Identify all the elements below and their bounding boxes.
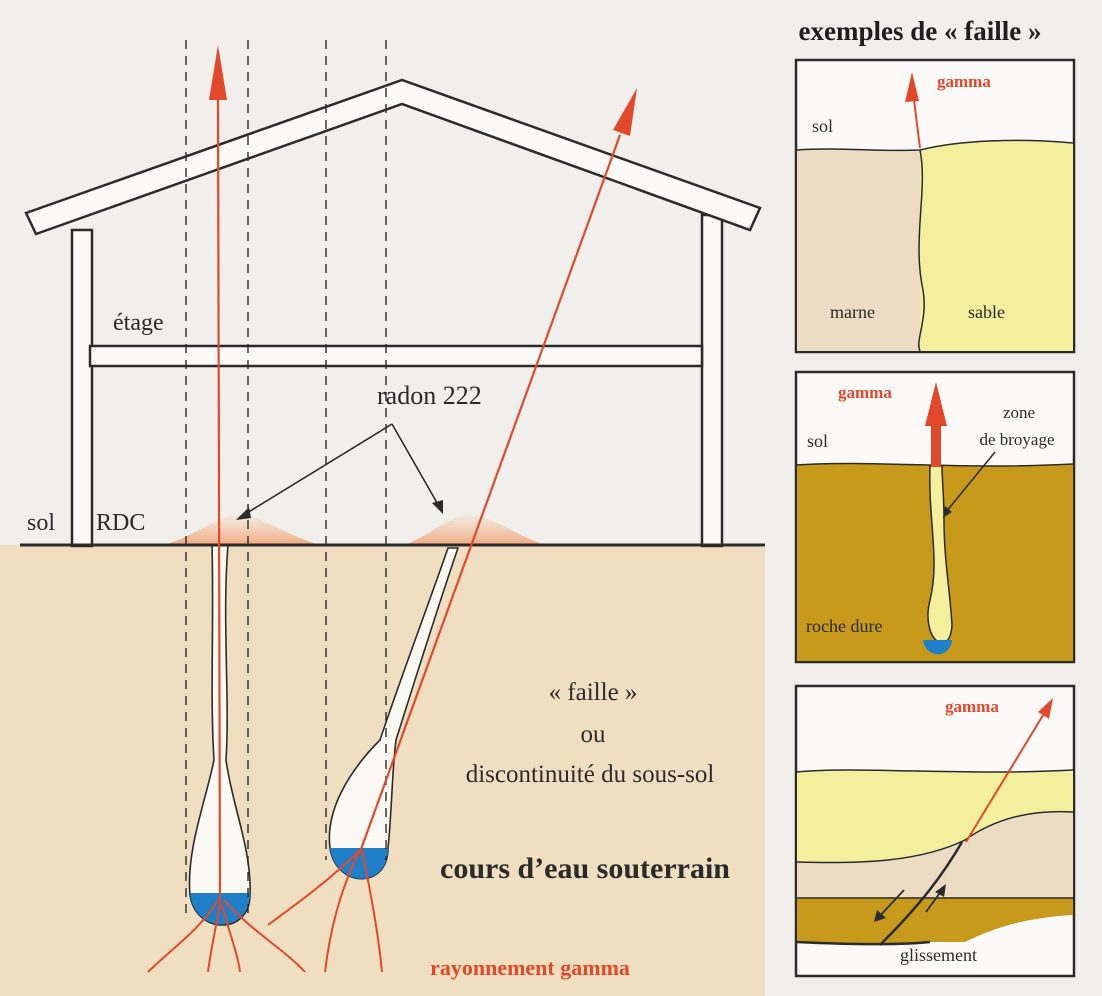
fault-right [328, 547, 460, 880]
sable-layer [920, 140, 1073, 351]
house-wall-right [700, 213, 724, 548]
label-rdc: RDC [96, 510, 145, 536]
roof [24, 78, 762, 236]
rock-layer-3 [797, 898, 1073, 945]
fault-dash-lines [185, 40, 387, 920]
radon-arrows [241, 423, 441, 517]
label-radon: radon 222 [377, 381, 482, 410]
panel3-gamma: gamma [945, 697, 999, 716]
panel2-zone: zone [1003, 403, 1035, 422]
panel2-roche: roche dure [806, 616, 882, 636]
marl-layer [797, 811, 1073, 898]
panel-3: gamma glissement [794, 684, 1076, 978]
label-discontinuite: discontinuité du sous-sol [466, 761, 715, 788]
arrowhead [236, 507, 251, 520]
house-wall-left [70, 228, 94, 548]
panel-1: gamma sol marne sable [794, 58, 1076, 354]
slip-plane [879, 841, 964, 946]
side-title: exemples de « faille » [799, 16, 1042, 46]
label-rayonnement: rayonnement gamma [430, 955, 630, 980]
panel2-sol: sol [807, 431, 828, 451]
radon-mound-right [405, 515, 545, 545]
radon-mound-left [165, 515, 320, 545]
panel1-marne: marne [830, 302, 875, 322]
gamma-arrow-left [209, 45, 227, 906]
panel-2: gamma sol zone de broyage roche dure [794, 370, 1076, 664]
label-faille: « faille » [549, 679, 638, 706]
panel2-water [923, 640, 952, 655]
crushed-zone [927, 465, 953, 644]
marne-layer [797, 149, 920, 351]
panel3-glissement: glissement [900, 945, 977, 965]
label-cours-eau: cours d’eau souterrain [440, 852, 730, 885]
panel1-sol: sol [812, 116, 833, 136]
gamma-rays [147, 849, 383, 973]
arrowhead [432, 500, 443, 514]
label-etage: étage [113, 310, 164, 336]
gamma-arrow-right [358, 88, 637, 853]
panel2-gamma: gamma [838, 383, 892, 402]
label-sol: sol [27, 510, 55, 536]
label-ou: ou [581, 721, 607, 748]
panel2-broyage: de broyage [979, 430, 1054, 449]
water-pocket-right [330, 848, 388, 879]
panel1-gamma: gamma [937, 72, 991, 91]
fault-line [918, 149, 925, 352]
floor-slab [88, 344, 704, 368]
panel1-sable: sable [968, 302, 1005, 322]
house [24, 78, 762, 548]
upper-sand-layer [797, 770, 1073, 863]
